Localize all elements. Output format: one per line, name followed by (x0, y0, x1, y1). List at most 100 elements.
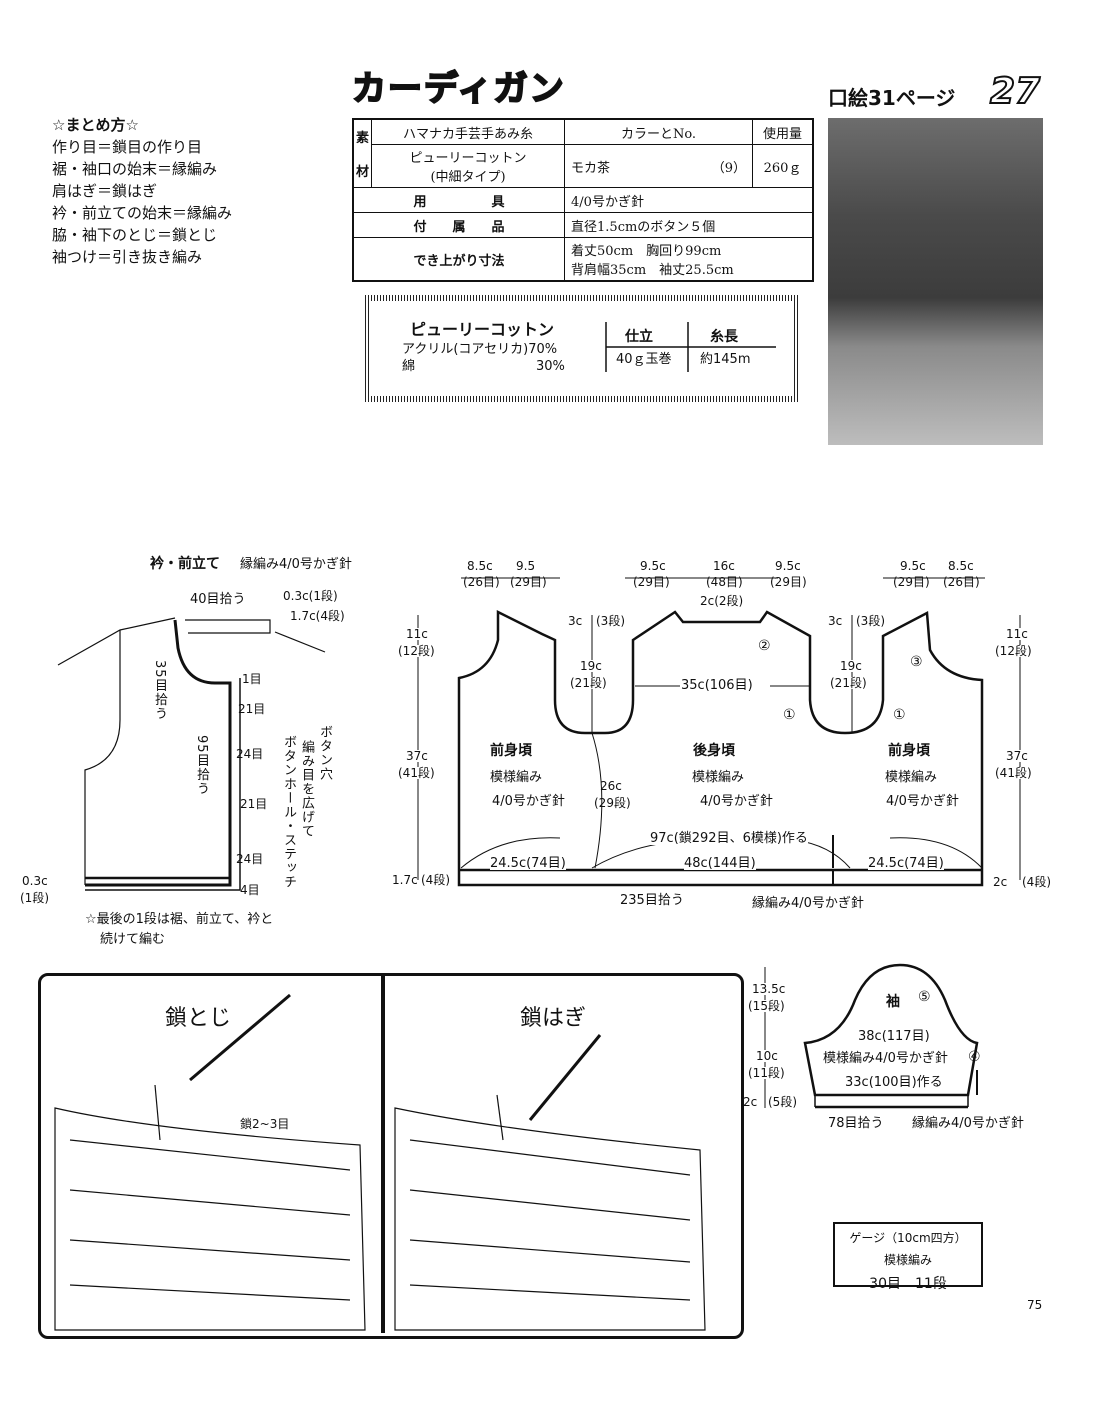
dim-label: 19c (840, 659, 862, 673)
model-photo (828, 118, 1043, 445)
step-marker: ① (783, 707, 796, 723)
crochet-sketches (54, 993, 706, 1331)
yarn-col1-value: 40ｇ玉巻 (616, 352, 672, 367)
sleeve-title: 袖 (886, 994, 900, 1010)
needle-label: 4/0号かぎ針 (886, 794, 959, 809)
step-item: 脇・袖下のとじ＝鎖とじ (52, 226, 218, 244)
collar-needle: 縁編み4/0号かぎ針 (240, 557, 352, 572)
pattern-label: 模様編み (885, 770, 938, 785)
step-item: 裾・袖口の始末＝縁編み (52, 160, 218, 178)
buttonhole-label: ボタン穴 (317, 725, 332, 781)
yarn-col2-value: 約145m (700, 352, 751, 367)
dim-label: 16c (713, 559, 735, 573)
edge-label: 縁編み4/0号かぎ針 (912, 1116, 1024, 1131)
dim-label: 48c(144目) (684, 856, 756, 871)
dim-label: 9.5c (640, 559, 666, 573)
pattern-label: 模様編み (692, 770, 745, 785)
pick-label: 235目拾う (620, 893, 684, 908)
band-stitch-4: 4目 (240, 883, 260, 897)
pattern-label: 模様編み (490, 770, 543, 785)
notions-value: 直径1.5cmのボタン５個 (564, 212, 814, 238)
dim-label: (29目) (893, 575, 930, 589)
body-diagram (457, 609, 984, 887)
front-left-label: 前身頃 (490, 743, 532, 759)
dim-label: (15段) (748, 999, 785, 1013)
band-stitch-24a: 24目 (236, 747, 264, 761)
collar-dim-03: 0.3c(1段) (283, 589, 338, 603)
dim-label: 3c (828, 614, 843, 628)
pattern-number: 27 (989, 71, 1041, 112)
yarn-fiber-2-name: 綿 (402, 359, 416, 374)
dim-label: 37c (406, 749, 428, 763)
dim-label: (12段) (995, 644, 1032, 658)
yarn-header: ハマナカ手芸手あみ糸 (371, 118, 566, 145)
dim-label: (11段) (748, 1066, 785, 1080)
dim-label: 35c(106目) (681, 678, 753, 693)
step-item: 肩はぎ＝鎖はぎ (52, 182, 158, 200)
dim-label: (3段) (596, 614, 625, 628)
yarn-name-cell: ピューリーコットン(中細タイプ) (371, 144, 566, 188)
collar-note-1: ☆最後の1段は裾、前立て、衿と (85, 912, 274, 927)
dim-label: 38c(117目) (858, 1029, 930, 1044)
collar-title: 衿・前立て (150, 556, 220, 572)
dim-label: (3段) (856, 614, 885, 628)
needle-label: 4/0号かぎ針 (492, 794, 565, 809)
dim-label: 13.5c (752, 982, 786, 996)
dim-label: (4段) (421, 873, 450, 887)
band-stitch-1: 1目 (242, 672, 262, 686)
dim-label: 9.5 (516, 559, 536, 573)
amount-header: 使用量 (752, 118, 814, 145)
steps-heading: ☆まとめ方☆ (52, 116, 139, 134)
collar-pick-40: 40目拾う (190, 592, 246, 607)
tools-value: 4/0号かぎ針 (564, 187, 814, 213)
color-cell: モカ茶（9） (564, 144, 754, 188)
dim-label: 11c (1006, 627, 1028, 641)
dim-label: (26目) (463, 575, 500, 589)
page-reference: 口絵31ページ (828, 86, 956, 110)
dim-label: (21段) (830, 676, 867, 690)
step-item: 袖つけ＝引き抜き編み (52, 248, 203, 266)
buttonhole-note-1: 編み目を広げて (299, 740, 314, 838)
dim-label: (5段) (768, 1095, 797, 1109)
dim-label: (29段) (594, 796, 631, 810)
dim-label: 24.5c(74目) (490, 856, 566, 871)
front-right-label: 前身頃 (888, 743, 930, 759)
chain-count-label: 鎖2~3目 (240, 1117, 290, 1131)
hem-dim-rows: (1段) (20, 891, 49, 905)
yarn-info-name: ピューリーコットン (410, 320, 555, 339)
dim-label: (26目) (943, 575, 980, 589)
dim-label: 19c (580, 659, 602, 673)
assembly-steps: ☆まとめ方☆ 作り目＝鎖目の作り目 裾・袖口の始末＝縁編み 肩はぎ＝鎖はぎ 衿・… (52, 114, 232, 268)
pick-label: 78目拾う (828, 1116, 884, 1131)
dim-label: 1.7c (392, 873, 418, 887)
dim-label: 24.5c(74目) (868, 856, 944, 871)
dim-label: (41段) (398, 766, 435, 780)
collar-diagram (57, 617, 326, 891)
dim-label: (29目) (770, 575, 807, 589)
band-stitch-21b: 21目 (240, 797, 268, 811)
chain-seam-title: 鎖はぎ (520, 1006, 587, 1031)
collar-pick-35: 35目拾う (152, 660, 167, 721)
yarn-info-box (365, 295, 800, 402)
dim-label: (4段) (1022, 875, 1051, 889)
buttonhole-note-2: ボタンホール・ステッチ (281, 735, 296, 889)
dim-label: (29目) (633, 575, 670, 589)
yarn-col2-header: 糸長 (710, 329, 738, 345)
dim-label: 2c (743, 1095, 758, 1109)
chain-join-title: 鎖とじ (165, 1006, 232, 1031)
step-marker: ② (758, 638, 771, 654)
chain-label: 33c(100目)作る (845, 1075, 943, 1090)
step-item: 作り目＝鎖目の作り目 (52, 138, 203, 156)
gauge-value: 30目 11段 (869, 1276, 947, 1292)
step-marker: ⑤ (918, 989, 931, 1005)
chain-label: 97c(鎖292目、6模様)作る (650, 831, 808, 846)
dim-label: 9.5c (775, 559, 801, 573)
notions-label: 付 属 品 (352, 212, 566, 238)
dim-label: 37c (1006, 749, 1028, 763)
pattern-title: カーディガン (351, 69, 566, 109)
dim-label: 9.5c (900, 559, 926, 573)
dim-label: 11c (406, 627, 428, 641)
yarn-fiber-1: アクリル(コアセリカ)70% (402, 342, 558, 357)
dim-label: 8.5c (948, 559, 974, 573)
